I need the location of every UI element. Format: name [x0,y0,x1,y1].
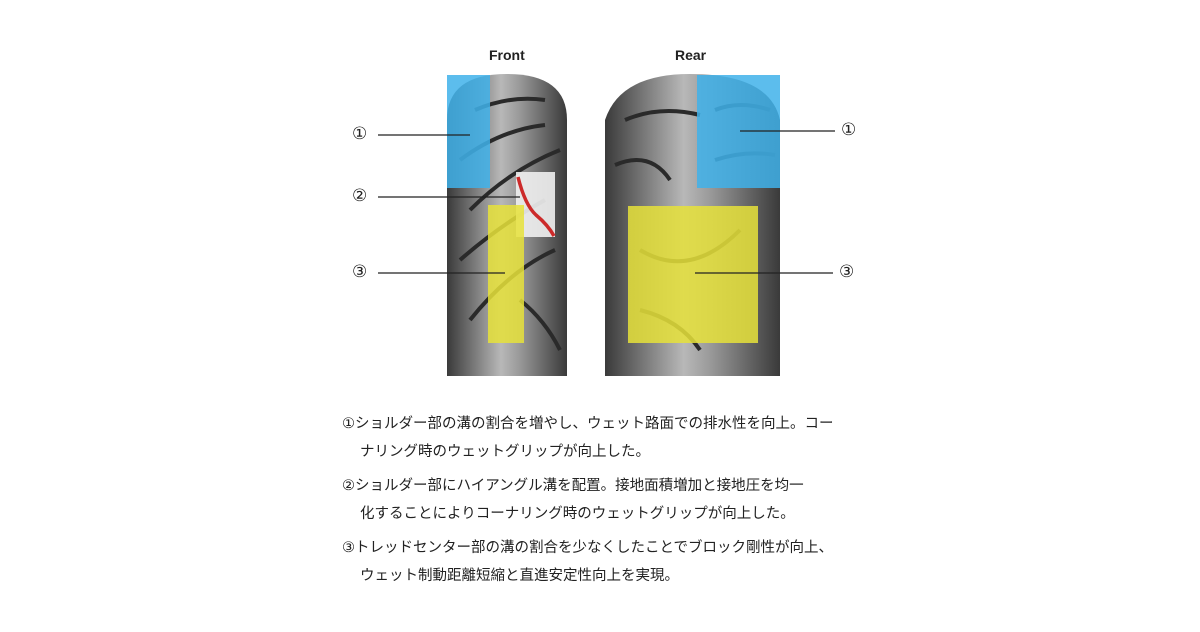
front-label: Front [489,47,525,63]
leader-lines [378,130,835,274]
front-center-highlight [488,205,524,343]
marker-1-front: ① [352,124,368,144]
description-2: ②ショルダー部にハイアングル溝を配置。接地面積増加と接地圧を均一化することにより… [342,472,902,528]
front-high-angle-groove [516,176,556,237]
description-3-line1: ③トレッドセンター部の溝の割合を少なくしたことでブロック剛性が向上、 [342,540,834,556]
description-1: ①ショルダー部の溝の割合を増やし、ウェット路面での排水性を向上。コーナリング時の… [342,410,902,466]
description-2-line2: 化することによりコーナリング時のウェットグリップが向上した。 [360,506,795,522]
description-3-line2: ウェット制動距離短縮と直進安定性向上を実現。 [360,568,679,584]
description-1-line1: ①ショルダー部の溝の割合を増やし、ウェット路面での排水性を向上。コー [342,416,834,432]
description-3: ③トレッドセンター部の溝の割合を少なくしたことでブロック剛性が向上、ウェット制動… [342,534,902,590]
description-1-line2: ナリング時のウェットグリップが向上した。 [360,444,650,460]
marker-3-rear: ③ [839,262,855,282]
marker-2-front: ② [352,186,368,206]
marker-3-front: ③ [352,262,368,282]
rear-center-highlight [628,206,758,343]
description-2-line1: ②ショルダー部にハイアングル溝を配置。接地面積増加と接地圧を均一 [342,478,804,494]
marker-1-rear: ① [841,120,857,140]
rear-label: Rear [675,47,707,63]
description-list: ①ショルダー部の溝の割合を増やし、ウェット路面での排水性を向上。コーナリング時の… [342,410,902,596]
front-shoulder-highlight [447,75,490,188]
